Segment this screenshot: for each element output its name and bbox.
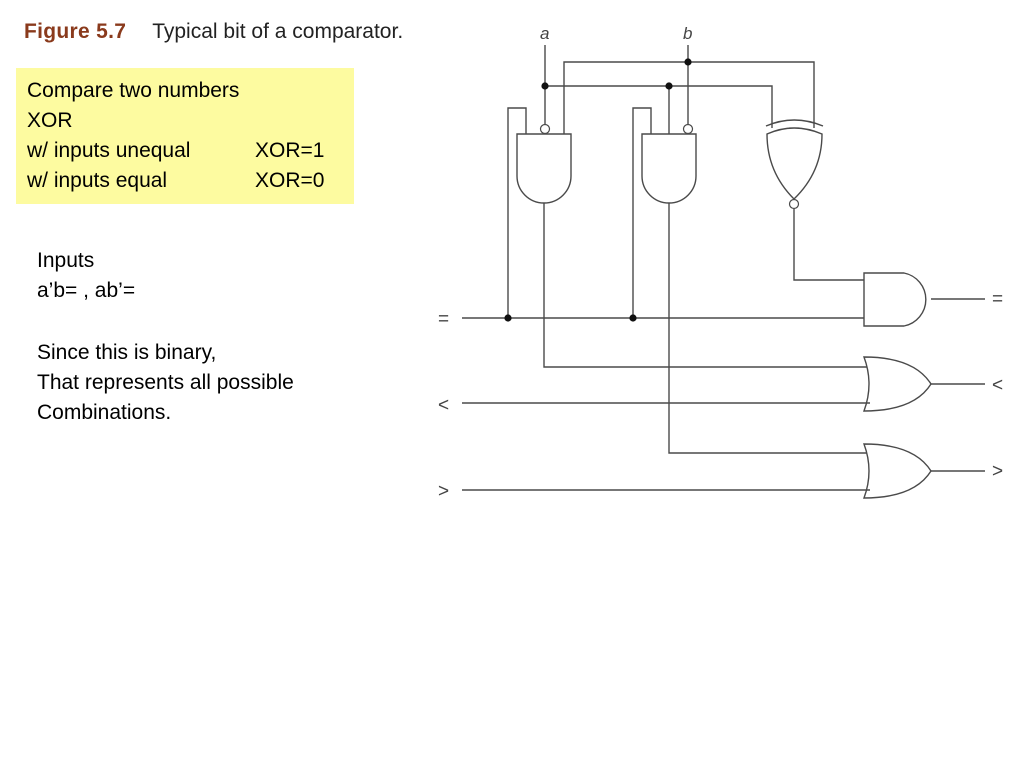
explanation-line: That represents all possible bbox=[37, 371, 294, 394]
explanation-line: Since this is binary, bbox=[37, 341, 217, 364]
output-gt-label: > bbox=[992, 461, 1003, 482]
input-a-label: a bbox=[540, 24, 549, 43]
note-condition: w/ inputs unequal bbox=[27, 139, 191, 162]
junction-dot bbox=[629, 314, 637, 322]
output-eq-label: = bbox=[992, 289, 1003, 310]
wire-and2-out bbox=[668, 203, 870, 454]
and-gate-2 bbox=[641, 133, 697, 204]
wire-xnor-out bbox=[793, 209, 864, 281]
junction-dot bbox=[504, 314, 512, 322]
inputs-expression: a’b= , ab’= bbox=[37, 279, 136, 302]
output-lt-label: < bbox=[992, 375, 1003, 396]
junction-dot bbox=[684, 58, 692, 66]
or-gate-lt bbox=[862, 356, 932, 412]
junction-dot bbox=[541, 82, 549, 90]
wire-a-to-xor bbox=[545, 85, 773, 128]
input-gt-label: > bbox=[438, 481, 449, 502]
figure-title: Figure 5.7 Typical bit of a comparator. bbox=[24, 20, 403, 56]
xor-note-box: Compare two numbers XOR w/ inputs unequa… bbox=[16, 68, 354, 204]
inverter-bubble bbox=[682, 123, 694, 135]
wire-eq-loop-2 bbox=[632, 107, 652, 318]
and-gate-eq bbox=[863, 272, 927, 327]
figure-caption: Typical bit of a comparator. bbox=[152, 20, 404, 43]
input-eq-label: = bbox=[438, 309, 449, 330]
input-lt-label: < bbox=[438, 395, 449, 416]
note-result: XOR=1 bbox=[255, 139, 325, 162]
note-text: Compare two numbers bbox=[27, 79, 240, 102]
inverter-bubble bbox=[788, 198, 800, 210]
note-line: XOR bbox=[27, 106, 344, 136]
explanation-line: Combinations. bbox=[37, 401, 172, 424]
wire-eq-loop-1 bbox=[507, 107, 527, 318]
inverter-bubble bbox=[539, 123, 551, 135]
note-result: XOR=0 bbox=[255, 169, 325, 192]
xnor-gate bbox=[766, 127, 823, 200]
explanation-text: Inputs a’b= , ab’= Since this is binary,… bbox=[37, 246, 294, 428]
wire-b-to-xor bbox=[563, 61, 815, 128]
and-gate-1 bbox=[516, 133, 572, 204]
note-line: Compare two numbers bbox=[27, 76, 344, 106]
inputs-heading: Inputs bbox=[37, 249, 95, 272]
junction-dot bbox=[665, 82, 673, 90]
xnor-input-curve bbox=[765, 119, 824, 127]
note-text: XOR bbox=[27, 109, 73, 132]
note-row-unequal: w/ inputs unequal XOR=1 bbox=[27, 136, 344, 166]
note-condition: w/ inputs equal bbox=[27, 169, 168, 192]
wire-and1-out bbox=[543, 203, 870, 368]
input-b-label: b bbox=[683, 24, 692, 43]
figure-label: Figure 5.7 bbox=[24, 20, 127, 43]
note-row-equal: w/ inputs equal XOR=0 bbox=[27, 166, 344, 196]
or-gate-gt bbox=[862, 443, 932, 499]
